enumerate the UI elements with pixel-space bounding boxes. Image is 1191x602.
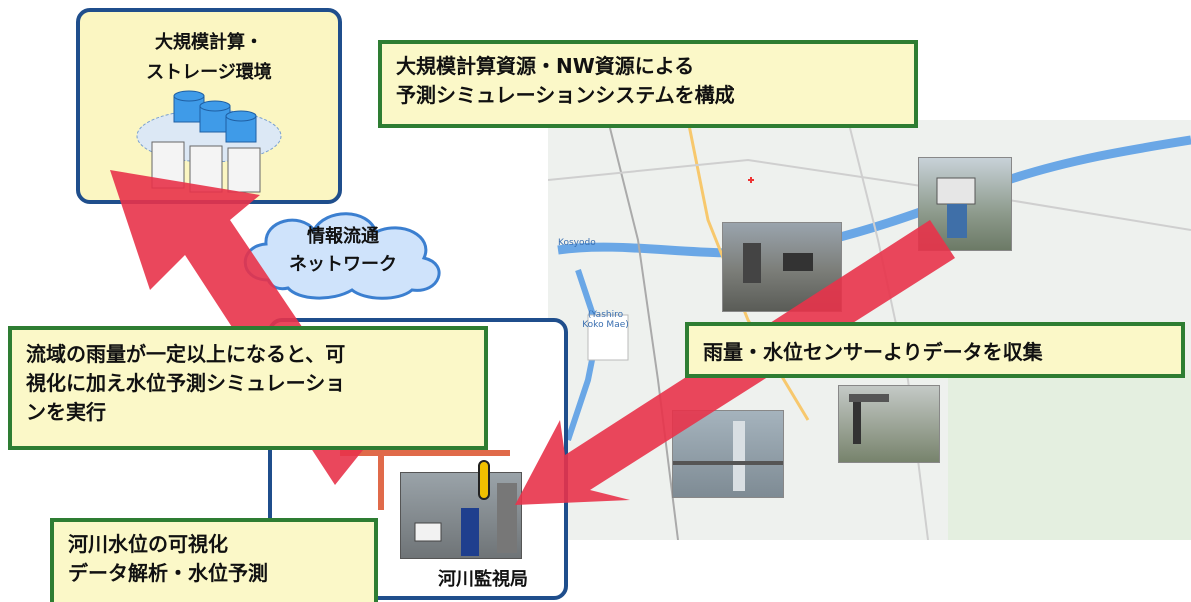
station-network-drop [378, 450, 384, 510]
cloud-label-line1: 情報流通 [307, 226, 379, 247]
storage-title-line2: ストレージ環境 [146, 62, 272, 83]
top-callout-line1: 大規模計算資源・NW資源による [396, 54, 695, 78]
left-callout-line2: 視化に加え水位予測シミュレーショ [26, 371, 346, 395]
server-cluster-icon [136, 90, 282, 193]
left-callout: 流域の雨量が一定以上になると、可 視化に加え水位予測シミュレーショ ンを実行 [8, 326, 488, 450]
storage-title-line1: 大規模計算・ [155, 32, 263, 53]
station-photo [400, 472, 522, 559]
sensor-photo-3 [672, 410, 784, 498]
top-callout: 大規模計算資源・NW資源による 予測シミュレーションシステムを構成 [378, 40, 918, 128]
right-callout-text: 雨量・水位センサーよりデータを収集 [703, 340, 1043, 364]
right-callout: 雨量・水位センサーよりデータを収集 [685, 322, 1185, 378]
storage-panel: 大規模計算・ ストレージ環境 [76, 8, 342, 204]
map-road-label: Kosyodo [558, 238, 596, 248]
left-callout-line3: ンを実行 [26, 400, 106, 424]
station-network-line [340, 450, 510, 456]
map-station-label: (Yashiro Koko Mae) [582, 310, 629, 330]
cloud-label-line2: ネットワーク [289, 254, 397, 275]
sensor-photo-4 [838, 385, 940, 463]
network-cloud-icon [243, 212, 441, 300]
left-callout-line1: 流域の雨量が一定以上になると、可 [26, 342, 346, 366]
top-callout-line2: 予測シミュレーションシステムを構成 [396, 83, 735, 107]
station-label: 河川監視局 [438, 569, 528, 590]
bottom-callout-line1: 河川水位の可視化 [68, 532, 228, 556]
bottom-callout-line2: データ解析・水位予測 [68, 561, 268, 585]
sensor-icon [478, 460, 490, 500]
bottom-callout: 河川水位の可視化 データ解析・水位予測 [50, 518, 378, 602]
